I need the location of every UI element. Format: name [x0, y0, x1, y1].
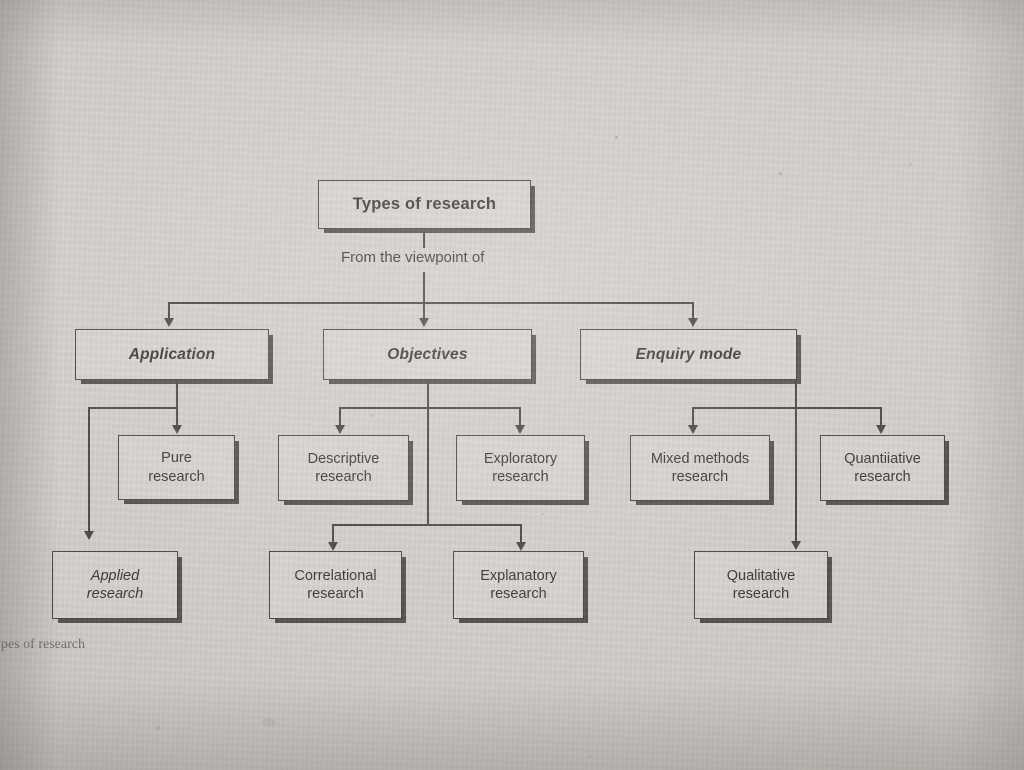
connector-to-explanatory	[520, 524, 522, 544]
connector-to-pure	[176, 407, 178, 427]
connector-application-bus	[88, 407, 177, 409]
paper-speck	[779, 172, 782, 175]
node-label: Qualitative research	[726, 567, 796, 602]
node-label: Types of research	[352, 195, 497, 214]
node-enquiry-mode: Enquiry mode	[580, 329, 797, 380]
node-descriptive-research: Descriptive research	[278, 435, 409, 501]
connector-drop-objectives	[423, 302, 425, 320]
label-from-the-viewpoint-of: From the viewpoint of	[341, 249, 485, 266]
arrowhead-objectives	[419, 318, 429, 327]
arrowhead-quantitative	[876, 425, 886, 434]
arrowhead-enquiry-mode	[688, 318, 698, 327]
connector-level2-bus	[168, 302, 693, 304]
arrowhead-descriptive	[335, 425, 345, 434]
connector-to-mixed-methods	[692, 407, 694, 427]
connector-objectives-lower-bus	[332, 524, 522, 526]
node-pure-research: Pure research	[118, 435, 235, 500]
connector-to-correlational	[332, 524, 334, 544]
paper-speck	[909, 163, 912, 166]
arrowhead-qualitative	[791, 541, 801, 550]
node-label: Correlational research	[294, 567, 377, 602]
node-correlational-research: Correlational research	[269, 551, 402, 619]
node-mixed-methods-research: Mixed methods research	[630, 435, 770, 501]
connector-to-qualitative	[795, 407, 797, 543]
paper-speck	[370, 414, 373, 417]
paper-speck	[541, 513, 545, 515]
connector-objectives-upper-bus	[339, 407, 521, 409]
node-types-of-research: Types of research	[318, 180, 531, 229]
node-label: Enquiry mode	[635, 345, 742, 363]
paper-speck	[588, 755, 592, 758]
node-label: Applied research	[86, 567, 144, 602]
connector-to-exploratory	[519, 407, 521, 427]
node-application: Application	[75, 329, 269, 380]
arrowhead-mixed-methods	[688, 425, 698, 434]
node-label: Quantiіative research	[844, 450, 921, 485]
node-label: Descriptive research	[307, 450, 380, 485]
node-quantitative-research: Quantiіative research	[820, 435, 945, 501]
figure-caption: ypes of research	[0, 637, 85, 652]
paper-speck	[262, 718, 276, 727]
connector-root-stem-lower	[423, 272, 425, 302]
paper-speck	[615, 136, 618, 139]
connector-enquiry-spine	[795, 380, 797, 408]
node-label: Mixed methods research	[650, 450, 750, 485]
paper-speck	[155, 726, 160, 730]
node-qualitative-research: Qualitative research	[694, 551, 828, 619]
connector-enquiry-upper-bus	[692, 407, 882, 409]
connector-to-quantitative	[880, 407, 882, 427]
node-applied-research: Applied research	[52, 551, 178, 619]
arrowhead-exploratory	[515, 425, 525, 434]
connector-objectives-spine	[427, 380, 429, 526]
arrowhead-application	[164, 318, 174, 327]
connector-to-descriptive	[339, 407, 341, 427]
arrowhead-applied	[84, 531, 94, 540]
arrowhead-explanatory	[516, 542, 526, 551]
node-label: Pure research	[148, 450, 205, 485]
arrowhead-correlational	[328, 542, 338, 551]
node-objectives: Objectives	[323, 329, 532, 380]
arrowhead-pure	[172, 425, 182, 434]
connector-drop-application	[168, 302, 170, 320]
node-exploratory-research: Exploratory research	[456, 435, 585, 501]
connector-root-stem-upper	[423, 229, 425, 248]
connector-to-applied	[88, 407, 90, 533]
node-explanatory-research: Explanatory research	[453, 551, 584, 619]
node-label: Explanatory research	[480, 567, 557, 602]
connector-drop-enquiry-mode	[692, 302, 694, 320]
node-label: Exploratory research	[483, 450, 558, 485]
connector-application-stem	[176, 380, 178, 408]
node-label: Objectives	[387, 345, 468, 363]
node-label: Application	[128, 345, 216, 363]
